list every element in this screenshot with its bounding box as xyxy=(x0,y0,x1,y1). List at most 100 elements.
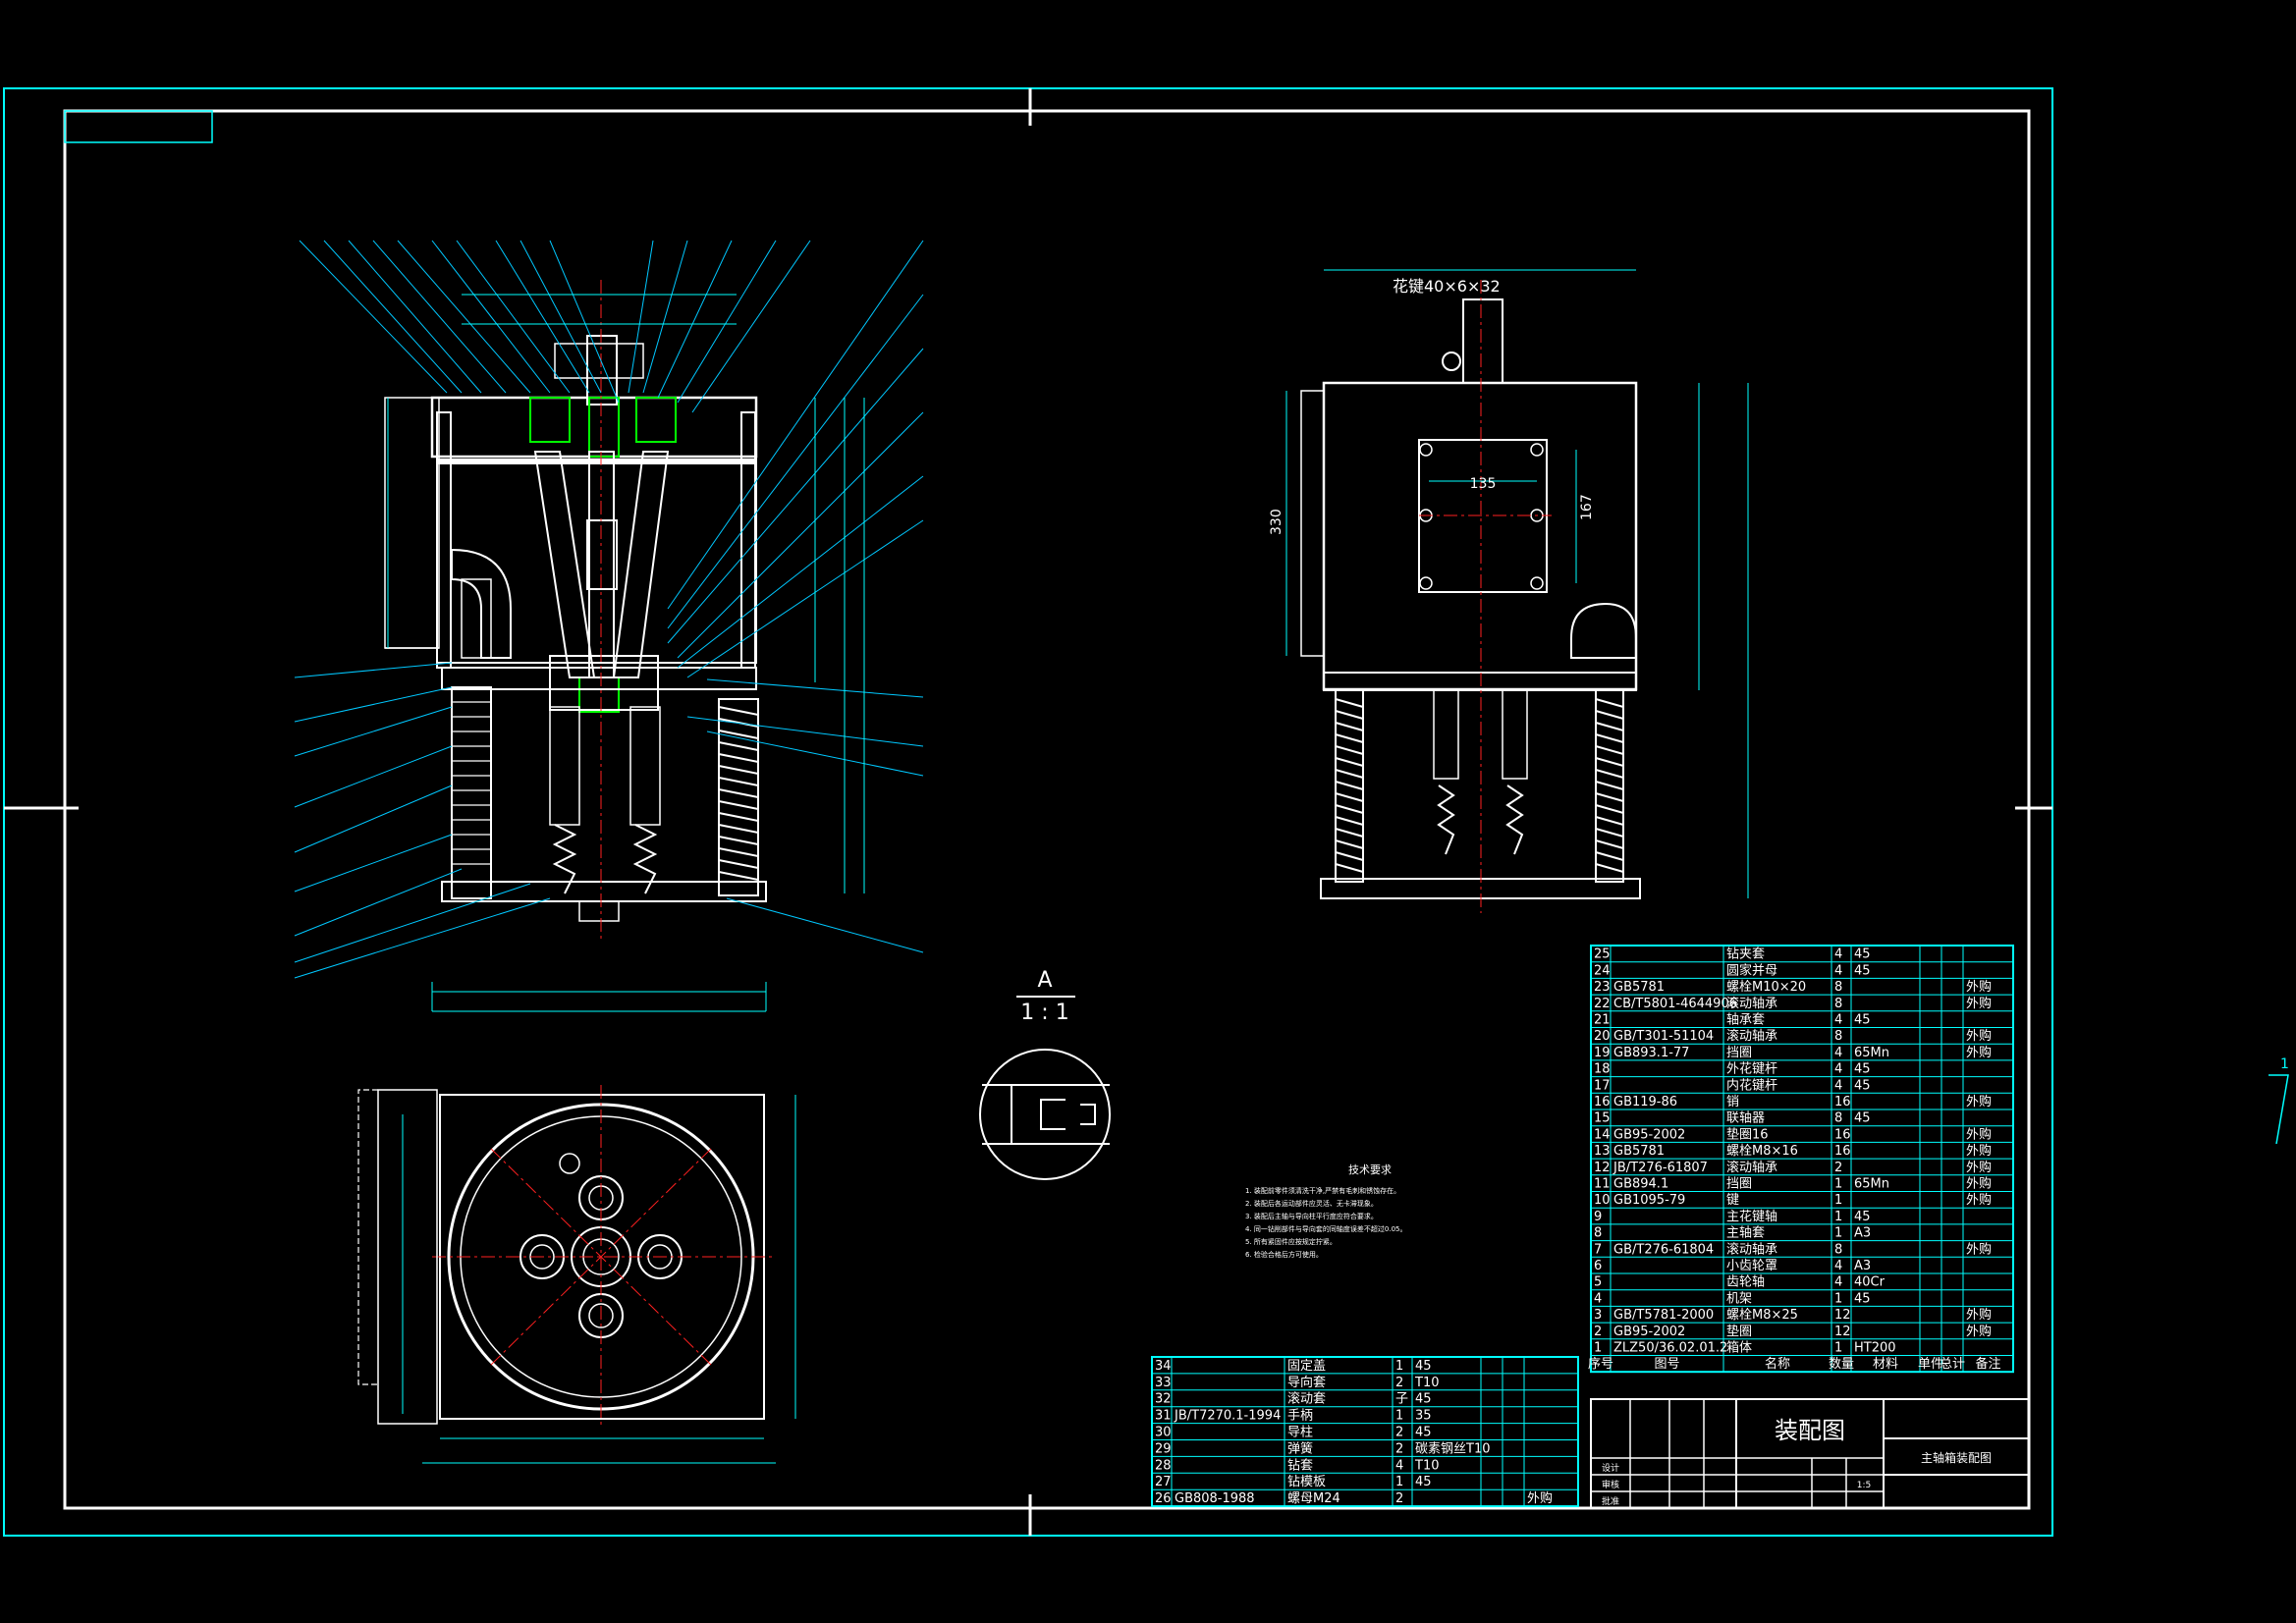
bom-cell-note: 外购 xyxy=(1966,1192,1992,1208)
bom-header-total: 总计 xyxy=(1940,1357,1965,1372)
dimension-167: 167 xyxy=(1579,494,1595,520)
bom-cell-qty: 4 xyxy=(1834,1259,1842,1273)
bom-cell-qty: 8 xyxy=(1834,1111,1842,1126)
bom-cell-std: ZLZ50/36.02.01.2 xyxy=(1613,1341,1727,1356)
bom-cell-no: 7 xyxy=(1594,1242,1602,1257)
bom-cell-name: 外花键杆 xyxy=(1726,1061,1777,1077)
bom-cell-name: 螺母M24 xyxy=(1287,1491,1340,1506)
bom-cell-name: 滚动轴承 xyxy=(1726,1160,1777,1175)
bom-cell-qty: 8 xyxy=(1834,1029,1842,1044)
check-label: 审核 xyxy=(1602,1479,1619,1490)
bom-cell-no: 17 xyxy=(1594,1078,1611,1093)
bom-cell-note: 外购 xyxy=(1966,979,1992,995)
bom-cell-no: 24 xyxy=(1594,963,1611,978)
bom-cell-no: 32 xyxy=(1155,1392,1172,1407)
bom-cell-name: 滚动轴承 xyxy=(1726,1241,1777,1257)
bom-cell-qty: 16 xyxy=(1834,1144,1851,1159)
bom-cell-mat: T10 xyxy=(1414,1458,1439,1473)
tech-req-title: 技术要求 xyxy=(1348,1163,1392,1176)
spline-dimension: 花键40×6×32 xyxy=(1393,277,1501,296)
bom-cell-no: 11 xyxy=(1594,1177,1611,1192)
bom-cell-std: GB119-86 xyxy=(1613,1095,1677,1109)
bom-cell-qty: 2 xyxy=(1395,1441,1403,1456)
bom-cell-no: 10 xyxy=(1594,1193,1611,1208)
bom-cell-std: GB5781 xyxy=(1613,980,1665,995)
bom-cell-no: 30 xyxy=(1155,1426,1172,1440)
bom-cell-no: 34 xyxy=(1155,1359,1172,1374)
tech-req-line-3: 3. 装配后主轴与导向柱平行度应符合要求。 xyxy=(1245,1212,1378,1220)
bom-cell-note: 外购 xyxy=(1966,1045,1992,1060)
bom-cell-qty: 1 xyxy=(1395,1475,1403,1489)
bom-cell-no: 3 xyxy=(1594,1308,1602,1323)
bom-cell-no: 26 xyxy=(1155,1491,1172,1506)
bom-cell-name: 机架 xyxy=(1726,1291,1752,1306)
bom-cell-name: 弹簧 xyxy=(1287,1440,1313,1456)
detail-a: A 1 : 1 xyxy=(979,968,1111,1180)
bom-cell-note: 外购 xyxy=(1966,1160,1992,1175)
bom-cell-std: CB/T5801-4644906 xyxy=(1613,997,1737,1011)
bom-cell-no: 33 xyxy=(1155,1376,1172,1390)
bom-header-std: 图号 xyxy=(1654,1357,1679,1372)
bom-cell-mat: HT200 xyxy=(1854,1341,1896,1356)
bom-cell-qty: 8 xyxy=(1834,997,1842,1011)
tech-req-line-5: 5. 所有紧固件应按规定拧紧。 xyxy=(1245,1237,1337,1246)
drawing-name: 装配图 xyxy=(1775,1417,1845,1444)
bom-cell-name: 销 xyxy=(1726,1095,1739,1109)
centring-marks xyxy=(4,88,2052,1536)
plan-view xyxy=(357,1085,796,1464)
bom-cell-mat: 45 xyxy=(1415,1475,1432,1489)
bom-cell-mat: 45 xyxy=(1854,947,1871,962)
bom-cell-no: 19 xyxy=(1594,1046,1611,1060)
bom-cell-qty: 4 xyxy=(1834,1062,1842,1077)
frame-corner-tab xyxy=(64,110,213,143)
bom-cell-name: 箱体 xyxy=(1726,1340,1752,1356)
tech-req-line-4: 4. 同一钻削部件与导向套的同轴度误差不超过0.05。 xyxy=(1245,1224,1407,1233)
bom-cell-mat: A3 xyxy=(1854,1226,1871,1241)
bom-cell-qty: 8 xyxy=(1834,1242,1842,1257)
front-section-view xyxy=(294,240,924,1012)
bom-cell-no: 29 xyxy=(1155,1441,1172,1456)
bom-cell-qty: 12 xyxy=(1834,1308,1851,1323)
drawing-scale: 1:5 xyxy=(1857,1481,1871,1490)
bom-cell-no: 8 xyxy=(1594,1226,1602,1241)
bom-cell-qty: 4 xyxy=(1834,1078,1842,1093)
bom-cell-qty: 1 xyxy=(1834,1177,1842,1192)
tech-req-line-1: 1. 装配前零件须清洗干净,严禁有毛刺和锈蚀存在。 xyxy=(1245,1186,1400,1195)
bom-cell-name: 轴承套 xyxy=(1726,1012,1765,1028)
bom-cell-mat: 45 xyxy=(1854,1291,1871,1306)
bom-cell-mat: 45 xyxy=(1854,1210,1871,1224)
bom-cell-qty: 2 xyxy=(1834,1161,1842,1175)
drawing-subtitle: 主轴箱装配图 xyxy=(1921,1450,1992,1465)
bom-cell-qty: 子 xyxy=(1395,1392,1408,1407)
design-label: 设计 xyxy=(1602,1462,1619,1474)
bom-cell-name: 挡圈 xyxy=(1726,1046,1752,1060)
bom-cell-qty: 1 xyxy=(1395,1359,1403,1374)
side-marker: 1 xyxy=(2269,1056,2289,1145)
bom-cell-no: 12 xyxy=(1594,1161,1611,1175)
bom-cell-std: GB1095-79 xyxy=(1613,1193,1685,1208)
bom-header-no: 序号 xyxy=(1588,1357,1613,1372)
bom-header-single: 单件 xyxy=(1918,1357,1943,1372)
bom-cell-std: GB808-1988 xyxy=(1175,1491,1255,1506)
bom-cell-mat: 45 xyxy=(1854,1062,1871,1077)
bom-cell-std: GB/T301-51104 xyxy=(1613,1029,1714,1044)
bom-cell-mat: 65Mn xyxy=(1854,1177,1889,1192)
bom-cell-note: 外购 xyxy=(1966,1143,1992,1159)
bom-cell-mat: 45 xyxy=(1415,1359,1432,1374)
bom-cell-std: GB5781 xyxy=(1613,1144,1665,1159)
bom-cell-qty: 4 xyxy=(1834,1046,1842,1060)
bom-cell-note: 外购 xyxy=(1966,1307,1992,1323)
bom-cell-qty: 1 xyxy=(1834,1226,1842,1241)
bom-cell-mat: 碳素钢丝T10 xyxy=(1415,1441,1490,1456)
bom-cell-qty: 2 xyxy=(1395,1426,1403,1440)
bom-cell-qty: 2 xyxy=(1395,1491,1403,1506)
bom-cell-no: 15 xyxy=(1594,1111,1611,1126)
bom-cell-name: 内花键杆 xyxy=(1726,1077,1777,1093)
bom-cell-name: 钻夹套 xyxy=(1726,947,1765,962)
bom-cell-no: 1 xyxy=(1594,1341,1602,1356)
bom-cell-qty: 4 xyxy=(1834,947,1842,962)
bom-cell-mat: 65Mn xyxy=(1854,1046,1889,1060)
bom-cell-no: 23 xyxy=(1594,980,1611,995)
side-view: 花键40×6×32 135 167 330 xyxy=(1269,269,1749,913)
